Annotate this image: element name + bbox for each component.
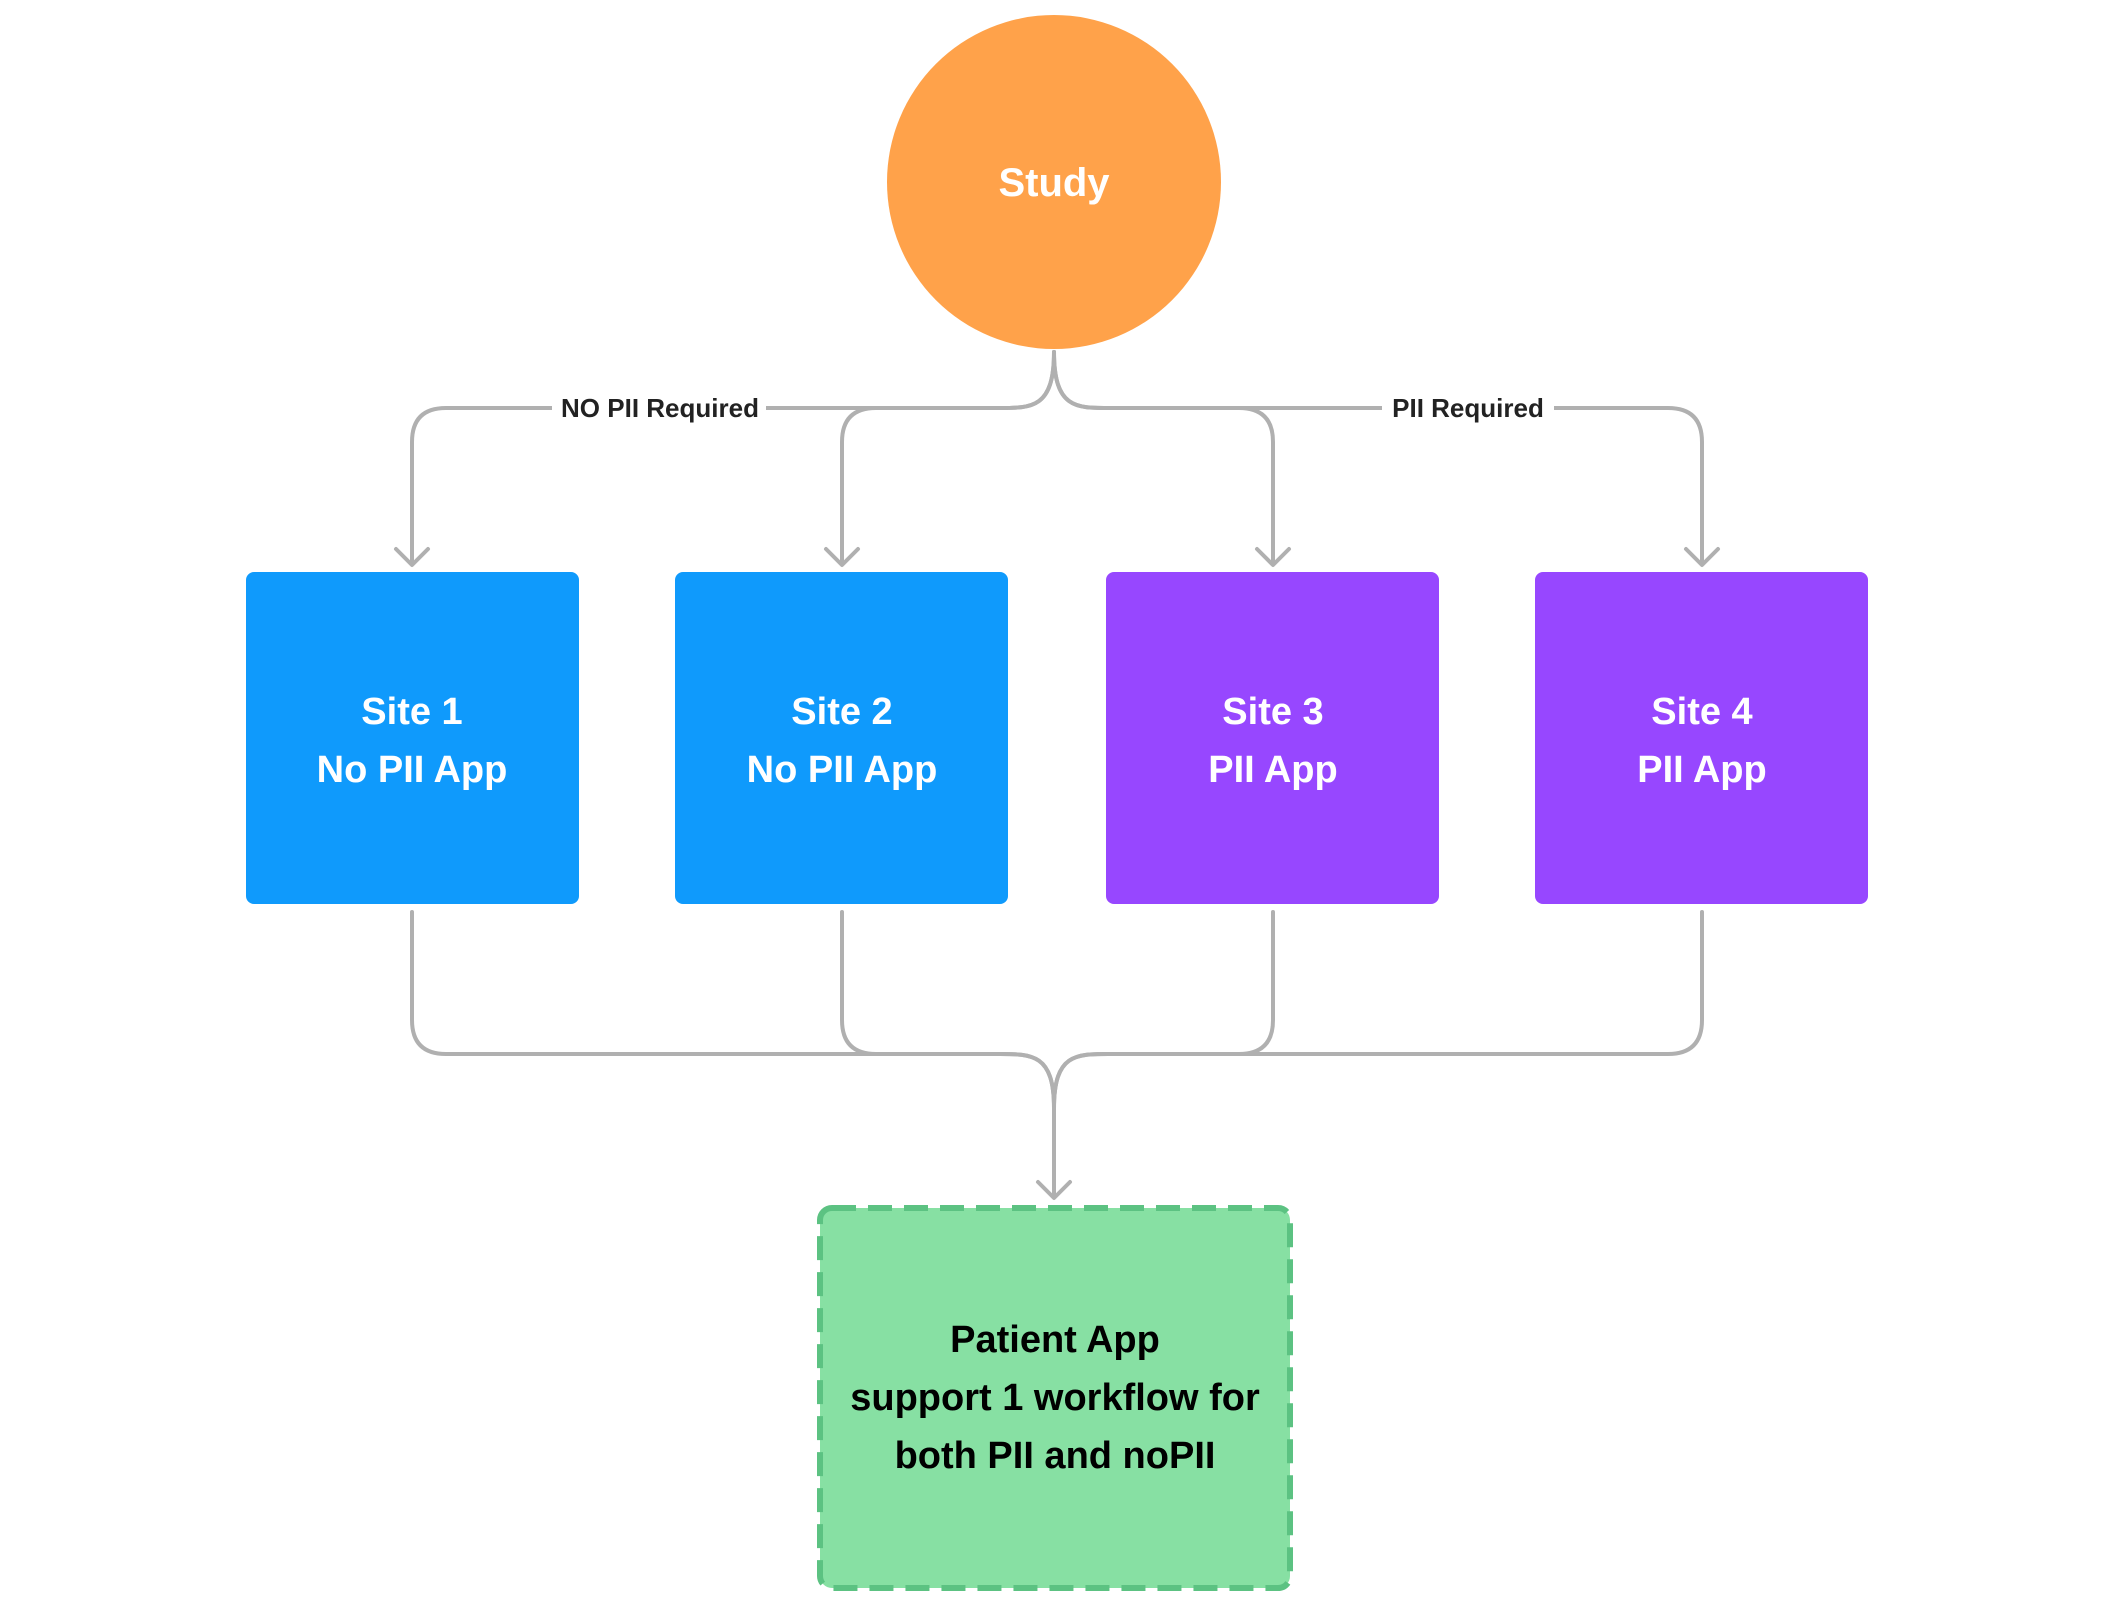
arrowhead-site-3 xyxy=(1255,547,1291,567)
connector-site-2-patient xyxy=(840,910,1056,1110)
connector-study-site-2 xyxy=(840,350,1056,565)
patient-app-line-3: both PII and noPII xyxy=(895,1435,1216,1477)
arrowhead-patient-app xyxy=(1036,1180,1072,1200)
connector-study-site-3 xyxy=(1052,350,1275,565)
patient-app-line-2: support 1 workflow for xyxy=(850,1377,1260,1419)
site-node-2: Site 2 No PII App xyxy=(675,572,1008,904)
site-2-title: Site 2 xyxy=(791,691,892,733)
site-1-app: No PII App xyxy=(317,749,508,791)
study-node: Study xyxy=(887,15,1221,349)
connector-site-1-patient xyxy=(410,910,1056,1110)
site-2-box xyxy=(675,572,1008,904)
study-label: Study xyxy=(998,161,1110,205)
site-4-app: PII App xyxy=(1637,749,1766,791)
site-4-title: Site 4 xyxy=(1651,691,1752,733)
study-circle xyxy=(887,15,1221,349)
no-pii-label-bg xyxy=(552,390,766,426)
arrowhead-site-1 xyxy=(394,547,430,567)
connector-study-site-1 xyxy=(410,350,1056,565)
edge-label-no-pii: NO PII Required xyxy=(561,393,759,423)
sites-to-patient-connectors xyxy=(410,910,1704,1200)
site-node-1: Site 1 No PII App xyxy=(246,572,579,904)
arrowhead-site-2 xyxy=(824,547,860,567)
patient-app-node: Patient App support 1 workflow for both … xyxy=(817,1205,1293,1591)
patient-app-title: Patient App xyxy=(950,1319,1160,1361)
patient-app-box xyxy=(817,1205,1293,1591)
site-3-box xyxy=(1106,572,1439,904)
study-to-sites-connectors xyxy=(394,350,1720,567)
site-4-box xyxy=(1535,572,1868,904)
arrowhead-site-4 xyxy=(1684,547,1720,567)
site-node-4: Site 4 PII App xyxy=(1535,572,1868,904)
pii-label-bg xyxy=(1382,390,1554,426)
connector-study-site-4 xyxy=(1052,350,1704,565)
connector-site-4-patient xyxy=(1052,910,1704,1110)
site-1-box xyxy=(246,572,579,904)
site-3-title: Site 3 xyxy=(1222,691,1323,733)
edge-label-pii: PII Required xyxy=(1392,393,1544,423)
site-2-app: No PII App xyxy=(747,749,938,791)
site-3-app: PII App xyxy=(1208,749,1337,791)
site-node-3: Site 3 PII App xyxy=(1106,572,1439,904)
connector-site-3-patient xyxy=(1052,910,1275,1110)
site-1-title: Site 1 xyxy=(361,691,462,733)
